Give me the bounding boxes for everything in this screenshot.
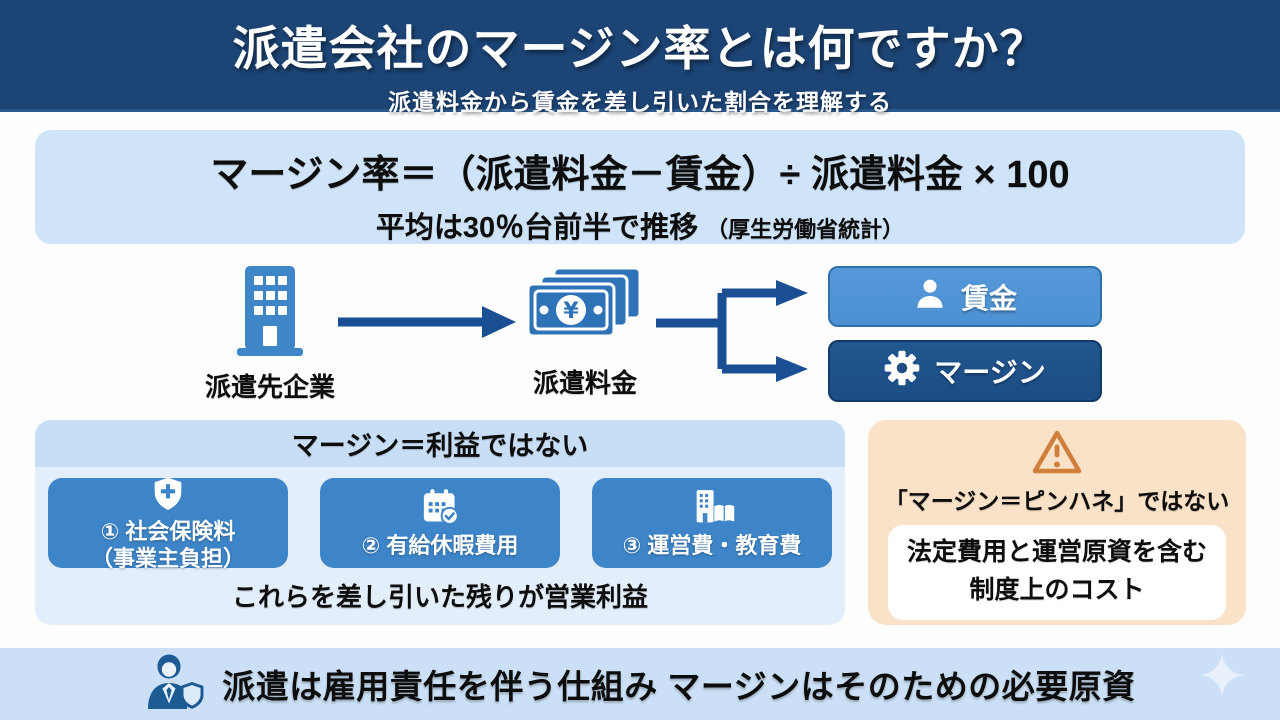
dispatch-fee-label: 派遣料金 [532, 368, 637, 398]
person-icon [913, 276, 947, 317]
banknotes-yen-icon: ¥ [526, 266, 644, 357]
footer-banner: 派遣は雇用責任を伴う仕組み マージンはそのための必要原資 [0, 648, 1280, 720]
margin-rate-formula: マージン率＝（派遣料金－賃金）÷ 派遣料金 × 100 [210, 154, 1070, 196]
flow-node-client-company: 派遣先企業 [200, 264, 340, 404]
header: 派遣会社のマージン率とは何ですか？ 派遣料金から賃金を差し引いた割合を理解する [0, 0, 1280, 115]
client-company-label: 派遣先企業 [204, 372, 335, 402]
cost-card-label: ① 社会保険料 [100, 518, 236, 544]
gear-icon [884, 350, 920, 393]
svg-text:¥: ¥ [563, 299, 579, 324]
margin-breakdown-panel: マージン＝利益ではない ① 社会保険料 （事業主負担） [35, 420, 845, 625]
flow-node-dispatch-fee: ¥ 派遣料金 [500, 266, 670, 400]
breakdown-footer-note: これらを差し引いた残りが営業利益 [231, 582, 648, 612]
cost-card-label: ③ 運営費・教育費 [622, 533, 802, 559]
office-building-icon [229, 264, 311, 361]
breakdown-title: マージン＝利益ではない [35, 420, 845, 467]
notice-body: 法定費用と運営原資を含む 制度上のコスト [888, 525, 1226, 620]
average-note: 平均は30％台前半で推移 （厚生労働省統計） [35, 204, 1245, 246]
businessman-shield-icon [144, 653, 206, 716]
notice-panel: 「マージン＝ピンハネ」ではない 法定費用と運営原資を含む 制度上のコスト [868, 420, 1246, 625]
notice-title: 「マージン＝ピンハネ」ではない [884, 488, 1230, 514]
formula-panel: マージン率＝（派遣料金－賃金）÷ 派遣料金 × 100 平均は30％台前半で推移… [35, 130, 1245, 244]
page-subtitle: 派遣料金から賃金を差し引いた割合を理解する [388, 89, 892, 115]
cost-card-sublabel: （事業主負担） [90, 545, 245, 571]
notice-body-line1: 法定費用と運営原資を含む [906, 538, 1207, 566]
fork-split-arrows-icon [648, 262, 830, 407]
cost-card-operations-education: ③ 運営費・教育費 [592, 478, 832, 568]
cost-card-social-insurance: ① 社会保険料 （事業主負担） [48, 475, 288, 570]
building-book-icon [689, 487, 735, 532]
shield-cross-icon [149, 475, 187, 518]
cost-card-paid-leave: ② 有給休暇費用 [320, 478, 560, 568]
arrow-right-icon [336, 304, 518, 345]
notice-body-line2: 制度上のコスト [969, 575, 1145, 604]
footer-message: 派遣は雇用責任を伴う仕組み マージンはそのための必要原資 [222, 668, 1136, 705]
wage-label: 賃金 [960, 282, 1017, 314]
wage-chip: 賃金 [828, 266, 1102, 327]
average-note-text: 平均は30％台前半で推移 [375, 212, 699, 244]
margin-label: マージン [934, 357, 1046, 388]
calendar-check-icon [419, 487, 461, 532]
margin-chip: マージン [828, 340, 1102, 402]
cost-card-label: ② 有給休暇費用 [361, 533, 519, 559]
warning-triangle-icon [868, 428, 1246, 481]
cost-cards: ① 社会保険料 （事業主負担） [35, 475, 845, 570]
page-title: 派遣会社のマージン率とは何ですか？ [232, 22, 1048, 75]
sparkle-icon [1198, 651, 1246, 704]
average-note-source: （厚生労働省統計） [706, 217, 905, 242]
